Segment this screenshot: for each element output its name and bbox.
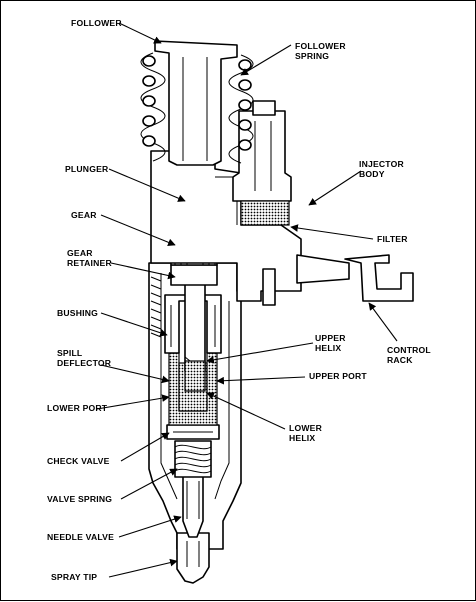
fuel-inlet — [232, 100, 292, 226]
label-follower: FOLLOWER — [71, 18, 122, 28]
label-gear: GEAR — [71, 210, 97, 220]
spray-tip — [176, 532, 210, 584]
leader-lines — [96, 22, 398, 578]
needle-valve — [182, 472, 204, 538]
label-lower-helix-2: HELIX — [289, 433, 315, 443]
label-spill-deflector-1: SPILL — [57, 348, 82, 358]
label-upper-helix-1: UPPER — [315, 333, 346, 343]
control-rack — [262, 254, 414, 306]
bushing — [164, 294, 222, 354]
label-control-rack-1: CONTROL — [387, 345, 431, 355]
label-lower-port: LOWER PORT — [47, 403, 108, 413]
label-injector-body-1: INJECTOR — [359, 159, 404, 169]
label-follower-spring-2: SPRING — [295, 51, 329, 61]
label-valve-spring: VALVE SPRING — [47, 494, 112, 504]
nut-threads — [150, 276, 162, 338]
label-follower-spring-1: FOLLOWER — [295, 41, 346, 51]
label-upper-port: UPPER PORT — [309, 371, 367, 381]
label-upper-helix-2: HELIX — [315, 343, 341, 353]
valve-spring — [174, 440, 212, 478]
label-spray-tip: SPRAY TIP — [51, 572, 97, 582]
label-gear-retainer-1: GEAR — [67, 248, 93, 258]
labels: FOLLOWER FOLLOWER SPRING PLUNGER INJECTO… — [47, 18, 431, 582]
check-valve — [166, 424, 220, 440]
label-lower-helix-1: LOWER — [289, 423, 323, 433]
label-injector-body-2: BODY — [359, 169, 385, 179]
gear-retainer — [170, 264, 218, 286]
label-gear-retainer-2: RETAINER — [67, 258, 112, 268]
label-bushing: BUSHING — [57, 308, 98, 318]
follower — [154, 40, 238, 166]
label-control-rack-2: RACK — [387, 355, 413, 365]
label-needle-valve: NEEDLE VALVE — [47, 532, 114, 542]
label-check-valve: CHECK VALVE — [47, 456, 110, 466]
label-plunger: PLUNGER — [65, 164, 109, 174]
label-filter: FILTER — [377, 234, 408, 244]
label-spill-deflector-2: DEFLECTOR — [57, 358, 112, 368]
